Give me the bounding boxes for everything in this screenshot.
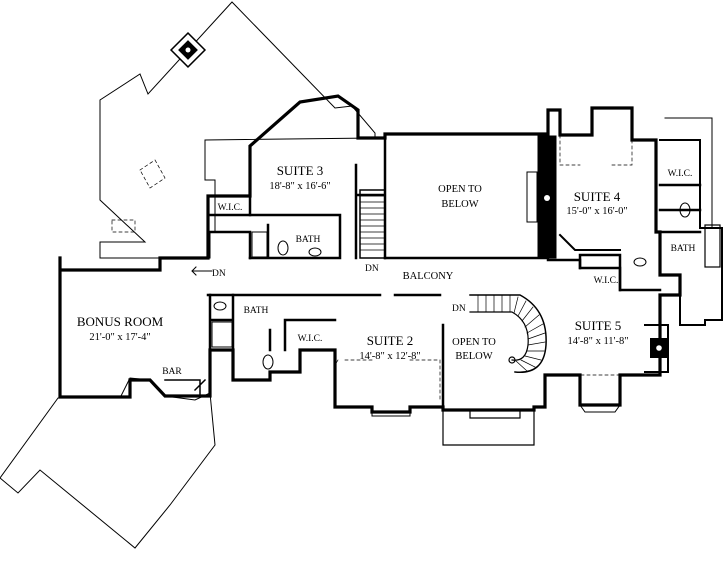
fireplace-dot (544, 195, 550, 201)
bath-suite4-label: BATH (671, 244, 696, 254)
wic-suite2-label: W.I.C. (298, 334, 323, 344)
suite3-dims: 18'-8" x 16'-6" (269, 181, 330, 192)
chimney-top (169, 31, 207, 69)
bar-label: BAR (162, 367, 182, 377)
suite3-bath-wall (248, 213, 342, 260)
suite5-dims: 14'-8" x 11'-8" (568, 336, 629, 347)
toilet-suite3 (277, 240, 289, 256)
dn-stair-curved-label: DN (452, 304, 466, 314)
dashed-lines (111, 134, 633, 401)
stair-top (359, 189, 386, 259)
suite4-right-thin (664, 117, 713, 229)
open-to-below-top-line1: OPEN TO (438, 184, 482, 195)
bonus-bath-wall (208, 293, 235, 352)
sink-suite3 (308, 247, 322, 257)
open-to-below-stair-line2: BELOW (455, 351, 492, 362)
tub-suite4 (704, 224, 721, 268)
dn-stair-top-label: DN (365, 264, 379, 274)
bonus-bar (164, 378, 207, 396)
open-to-below-top-line2: BELOW (441, 199, 478, 210)
bonus-room-name: BONUS ROOM (77, 314, 164, 329)
bath-bonus-label: BATH (244, 306, 269, 316)
balcony-label: BALCONY (403, 271, 454, 282)
dn-arrow-left (191, 266, 213, 276)
sink-bonus (213, 301, 227, 311)
curved-stair-treads (477, 294, 546, 372)
dn-left-label: DN (212, 269, 226, 279)
suite3-name: SUITE 3 (277, 163, 324, 178)
attic-outline (99, 1, 376, 259)
stair-newel (508, 356, 516, 364)
suite4-wic-wall (578, 253, 622, 292)
shower-suite3 (251, 231, 268, 258)
sink-suite4 (633, 257, 647, 267)
suite5-name: SUITE 5 (575, 318, 622, 333)
suite4-name: SUITE 4 (574, 189, 621, 204)
suite5-window-bay (579, 404, 621, 413)
suite4-right-extension (659, 139, 723, 326)
corridor-right-wall (546, 258, 662, 292)
wic-suite3-label: W.I.C. (218, 203, 243, 213)
suite2-name: SUITE 2 (367, 333, 414, 348)
suite2-wic-wall (268, 318, 337, 352)
shower-bonus (211, 321, 233, 348)
open-to-below-stair-line1: OPEN TO (452, 337, 496, 348)
bonus-room-dims: 21'-0" x 17'-4" (89, 332, 150, 343)
bath-suite3-label: BATH (296, 235, 321, 245)
suite2-dims: 14'-8" x 12'-8" (359, 351, 420, 362)
stair-top-treads (359, 195, 386, 251)
toilet-suite4 (679, 202, 691, 218)
suite3-wic-wall (206, 194, 252, 260)
toilet-bonus (262, 354, 274, 370)
wic-suite4-label: W.I.C. (668, 169, 693, 179)
suite4-corner (558, 233, 621, 251)
fireplace-hearth (526, 171, 538, 223)
wic-suite5-label: W.I.C. (594, 276, 619, 286)
suite2-window (371, 411, 411, 417)
bottom-porch (442, 409, 535, 446)
deck-outline (0, 377, 216, 549)
curved-stair-outer (469, 294, 547, 373)
suite4-dims: 15'-0" x 16'-0" (566, 206, 627, 217)
chimney-suite5 (650, 338, 668, 358)
